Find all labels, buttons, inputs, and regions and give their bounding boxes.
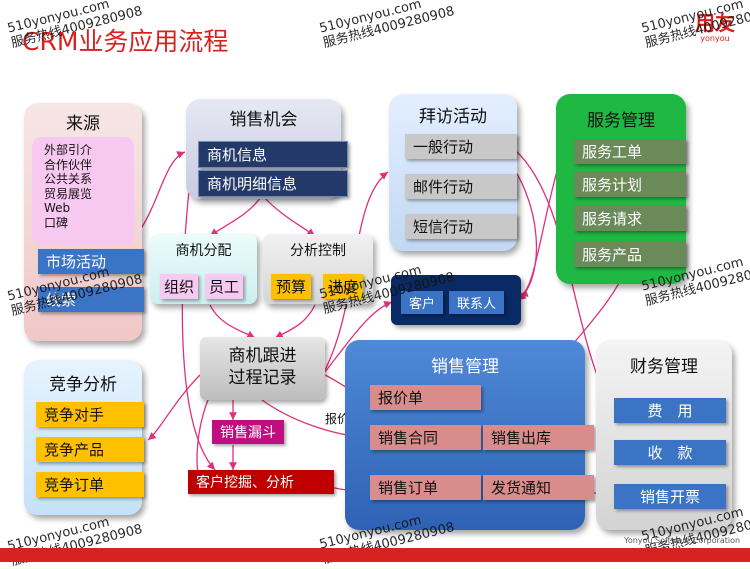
arrow-follow-to-mining [193, 394, 211, 481]
sources-list: 外部引介 合作伙伴 公共关系 贸易展览 Web 口碑 [32, 137, 134, 245]
source-item: 贸易展览 [44, 186, 93, 201]
competition-panel: 竞争分析 竞争对手 竞争产品 竞争订单 [24, 360, 144, 515]
sales-panel: 销售管理 报价单 销售合同 销售订单 销售出库 发货通知 [345, 340, 594, 530]
source-item: 合作伙伴 [44, 157, 93, 172]
customer-panel: 客户 联系人 [391, 275, 521, 325]
quote-annotation: 报价 [325, 412, 350, 426]
visit-panel: 拜访活动 一般行动 邮件行动 短信行动 [389, 94, 517, 251]
page-title: CRM业务应用流程 [22, 27, 229, 56]
competitor-product[interactable]: 竞争产品 [36, 437, 144, 462]
service-product[interactable]: 服务产品 [574, 242, 686, 267]
service-plan[interactable]: 服务计划 [574, 172, 686, 197]
service-request[interactable]: 服务请求 [574, 206, 686, 231]
analysis-title: 分析控制 [290, 243, 346, 259]
org-item[interactable]: 组织 [160, 274, 199, 299]
customer-mining[interactable]: 客户挖掘、分析 [188, 470, 334, 494]
customer-item[interactable]: 客户 [401, 291, 444, 314]
arrow-source-opportunity [139, 151, 186, 231]
receipt-item[interactable]: 收 款 [614, 440, 726, 465]
service-title: 服务管理 [587, 111, 655, 131]
finance-panel: 财务管理 费 用 收 款 销售开票 [596, 340, 732, 530]
sources-panel: 来源 外部引介 合作伙伴 公共关系 贸易展览 Web 口碑 市场活动 线索 [24, 103, 144, 341]
sources-title: 来源 [66, 114, 100, 134]
sales-funnel[interactable]: 销售漏斗 [212, 420, 284, 444]
arrow-analysis-to-follow [274, 304, 316, 339]
progress-item[interactable]: 进度 [323, 274, 364, 299]
service-order[interactable]: 服务工单 [574, 139, 686, 164]
source-item: Web [44, 201, 71, 215]
competitor-order[interactable]: 竞争订单 [36, 472, 144, 497]
sms-action[interactable]: 短信行动 [405, 214, 517, 239]
clue[interactable]: 线索 [38, 287, 144, 312]
arrow-service-to-customer [519, 159, 561, 297]
logo-main: 用友 [695, 11, 735, 35]
expense-item[interactable]: 费 用 [614, 398, 726, 423]
arrow-follow-to-customer [324, 301, 393, 373]
service-panel: 服务管理 服务工单 服务计划 服务请求 服务产品 [556, 94, 686, 284]
delivery-notice[interactable]: 发货通知 [483, 475, 594, 500]
allocation-title: 商机分配 [175, 243, 232, 259]
analysis-panel: 分析控制 预算 进度 [263, 234, 373, 304]
budget-item[interactable]: 预算 [271, 274, 312, 299]
quote-sheet[interactable]: 报价单 [370, 385, 481, 410]
arrow-opp-to-alloc [209, 194, 263, 237]
followup-box[interactable]: 商机跟进 过程记录 [200, 337, 325, 400]
arrow-opp-to-analysis [261, 194, 316, 237]
email-action[interactable]: 邮件行动 [405, 174, 517, 199]
logo-sub: yonyou [700, 34, 730, 43]
source-item: 公共关系 [44, 172, 93, 186]
contact-item[interactable]: 联系人 [449, 291, 505, 314]
sales-title: 销售管理 [431, 357, 499, 377]
sales-outbound[interactable]: 销售出库 [483, 425, 594, 450]
visit-title: 拜访活动 [419, 107, 487, 127]
arrow-follow-to-competition [147, 374, 201, 441]
opportunity-title: 销售机会 [229, 110, 298, 130]
opportunity-info[interactable]: 商机信息 [198, 141, 348, 168]
allocation-panel: 商机分配 组织 员工 [150, 234, 257, 304]
sales-contract[interactable]: 销售合同 [370, 425, 481, 450]
competitor-item[interactable]: 竞争对手 [36, 402, 144, 427]
invoice-item[interactable]: 销售开票 [614, 484, 726, 509]
sales-order[interactable]: 销售订单 [370, 475, 481, 500]
market-activity[interactable]: 市场活动 [38, 249, 144, 274]
competition-title: 竞争分析 [49, 375, 117, 395]
opportunity-panel: 销售机会 商机信息 商机明细信息 [186, 99, 348, 199]
finance-title: 财务管理 [630, 357, 698, 377]
general-action[interactable]: 一般行动 [405, 134, 517, 159]
footer-bar [0, 548, 750, 562]
source-item: 口碑 [44, 215, 69, 230]
followup-title: 商机跟进 过程记录 [228, 346, 297, 388]
arrow-alloc-to-follow [209, 304, 256, 339]
opportunity-detail[interactable]: 商机明细信息 [198, 170, 348, 197]
footer-text: Yonyou Software Corporation [624, 536, 741, 545]
source-item: 外部引介 [44, 143, 93, 157]
brand-logo: 用友 yonyou [688, 12, 742, 44]
staff-item[interactable]: 员工 [205, 274, 244, 299]
